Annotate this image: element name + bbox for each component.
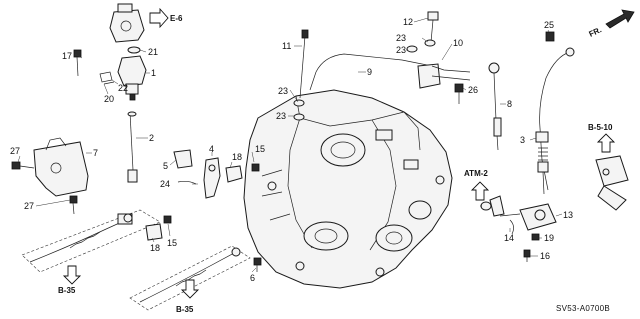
- ref-b35-1: B-35: [58, 286, 76, 295]
- callout-23-a: 23: [278, 86, 288, 96]
- callout-9: 9: [367, 67, 372, 77]
- cable-assembly-2: [129, 245, 251, 311]
- oring-21: [127, 46, 141, 54]
- callout-2: 2: [149, 133, 154, 143]
- clip-18: [225, 165, 243, 183]
- cable-holder: [489, 195, 557, 231]
- dipstick-rod: [299, 29, 309, 99]
- orientation-label: FR.: [587, 25, 602, 39]
- wire-24: [177, 180, 197, 185]
- callout-24: 24: [160, 179, 170, 189]
- clip-18-lower: [145, 223, 163, 241]
- fr-arrow-icon: [605, 9, 635, 29]
- callout-27-top: 27: [10, 146, 20, 156]
- callout-23-d: 23: [396, 45, 406, 55]
- arrow-b35-2: [180, 279, 200, 299]
- dipstick: [488, 62, 502, 151]
- clips-20-22: [99, 71, 115, 85]
- callout-13: 13: [563, 210, 573, 220]
- arrow-b510: [596, 133, 616, 153]
- leader-lines: [17, 17, 563, 273]
- cable-assembly-1: [21, 209, 161, 273]
- ref-atm2: ATM-2: [464, 169, 488, 178]
- callout-26: 26: [468, 85, 478, 95]
- lever-4: [203, 157, 221, 199]
- callout-20: 20: [104, 94, 114, 104]
- callout-15-bottom: 15: [167, 238, 177, 248]
- callout-10: 10: [453, 38, 463, 48]
- callout-18-top: 18: [232, 152, 242, 162]
- callout-3: 3: [520, 135, 525, 145]
- transmission-case: [243, 89, 453, 289]
- callout-12: 12: [403, 17, 413, 27]
- pulser-1: [117, 55, 147, 101]
- callout-17: 17: [62, 51, 72, 61]
- callout-25: 25: [544, 20, 554, 30]
- bolt-15: [251, 163, 260, 172]
- callout-1: 1: [151, 68, 156, 78]
- callout-19: 19: [544, 233, 554, 243]
- bracket-5: [173, 149, 193, 169]
- arrow-b35-1: [62, 265, 82, 285]
- ref-b510: B-5-10: [588, 123, 613, 132]
- callout-6: 6: [250, 273, 255, 283]
- callout-15-top: 15: [255, 144, 265, 154]
- callout-5: 5: [163, 161, 168, 171]
- callout-18-bottom: 18: [150, 243, 160, 253]
- ref-e6: E-6: [170, 14, 183, 23]
- callout-23-b: 23: [276, 111, 286, 121]
- callout-23-c: 23: [396, 33, 406, 43]
- callout-11: 11: [282, 41, 291, 51]
- arrow-e6: [149, 7, 169, 29]
- bracket-7: [33, 137, 89, 197]
- shift-cable: [535, 47, 575, 195]
- speed-sensor: [109, 3, 145, 43]
- callout-16: 16: [540, 251, 550, 261]
- small-parts-right: [509, 219, 540, 262]
- bolt-12: [427, 11, 439, 43]
- ref-b35-2: B-35: [176, 305, 194, 314]
- bolt-26: [454, 83, 464, 104]
- breather-tube: [309, 53, 471, 91]
- clip-25: [545, 31, 555, 42]
- bolt-15-lower: [163, 215, 172, 224]
- bolt-17: [73, 49, 82, 77]
- callout-8: 8: [507, 99, 512, 109]
- callout-14: 14: [504, 233, 514, 243]
- seal-24: [480, 201, 492, 211]
- cable-bracket: [595, 155, 629, 211]
- callout-4: 4: [209, 144, 214, 154]
- bolt-6: [253, 257, 262, 272]
- callout-21: 21: [148, 47, 158, 57]
- callout-27-bottom: 27: [24, 201, 34, 211]
- bolts-27: [11, 161, 78, 215]
- callout-22: 22: [118, 83, 128, 93]
- diagram-code: SV53-A0700B: [556, 304, 610, 313]
- shaft-2: [127, 111, 138, 183]
- arrow-atm2: [470, 181, 490, 201]
- callout-7: 7: [93, 148, 98, 158]
